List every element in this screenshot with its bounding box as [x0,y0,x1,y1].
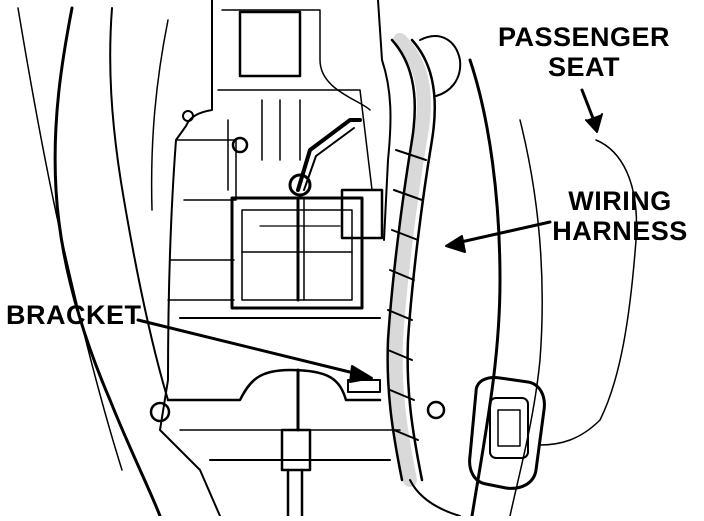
label-wiring-harness: WIRING HARNESS [548,186,692,246]
console-body [159,0,392,517]
label-bracket: BRACKET [6,300,142,330]
wiring-harness-bundle [386,33,462,517]
label-passenger-seat-line2: SEAT [547,52,620,82]
bracket-arrow [136,318,368,378]
label-wiring-harness-line2: HARNESS [552,216,688,246]
label-passenger-seat: PASSENGER SEAT [496,22,672,82]
label-wiring-harness-line1: WIRING [568,186,672,216]
wiring-harness-arrowhead [445,235,466,253]
label-passenger-seat-line1: PASSENGER [497,22,671,52]
label-bracket-text: BRACKET [6,300,142,330]
console-base [149,317,446,518]
harness-connector [468,376,546,490]
passenger-seat-arrowhead [585,113,603,133]
right-seat-outline [468,58,638,518]
wiring-harness-arrow [450,220,552,246]
shift-linkage [182,110,384,302]
leader-arrows [136,88,603,383]
left-seat-outline [17,6,169,518]
bracket-arrowhead [349,365,373,383]
